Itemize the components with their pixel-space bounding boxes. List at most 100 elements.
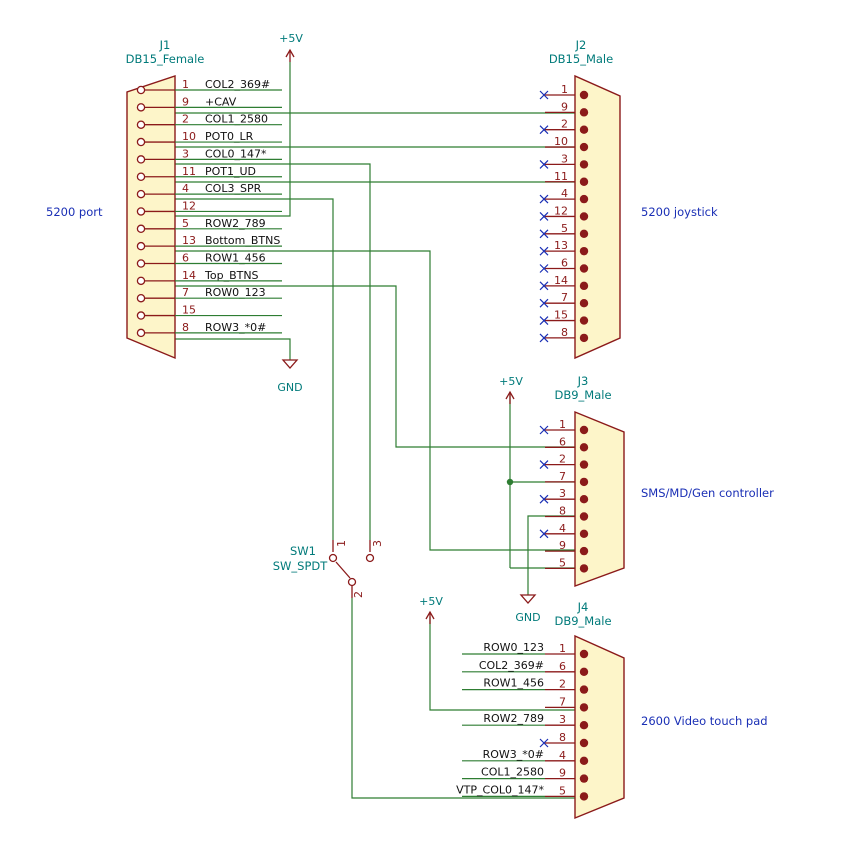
j1-pin-number: 5 (182, 217, 189, 230)
j2-pin-number: 1 (561, 83, 568, 96)
j3-body (574, 410, 625, 588)
pin-socket (136, 224, 146, 234)
j1-body (126, 75, 176, 360)
no-connect-mark (539, 494, 549, 504)
vcc-label: +5V (499, 375, 523, 388)
no-connect-mark (539, 125, 549, 135)
j4-connector: 1ROW0_1236COL2_369#2ROW1_45673ROW2_78984… (456, 634, 625, 820)
wire-col3-sw1 (145, 198, 334, 540)
pin-contact (579, 246, 589, 256)
j1-pin-number: 4 (182, 182, 189, 195)
pin-contact (579, 649, 589, 659)
pin-contact (579, 194, 589, 204)
no-connect-mark (539, 90, 549, 100)
j4-pin-number: 9 (559, 767, 566, 780)
pin-socket (136, 328, 146, 338)
gnd-label: GND (277, 381, 302, 394)
pin-contact (579, 142, 589, 152)
j2-pin-number: 8 (561, 326, 568, 339)
j1-pin-number: 13 (182, 234, 196, 247)
j2-pin-number: 9 (561, 100, 568, 113)
pin-contact (579, 229, 589, 238)
pin-contact (579, 721, 589, 730)
j3-pin-number: 7 (559, 470, 566, 483)
pin-contact (579, 90, 589, 100)
pin-contact (579, 316, 589, 325)
wire-j3-gnd (527, 515, 575, 595)
pin-contact (579, 546, 589, 556)
j2-value: DB15_Male (549, 52, 613, 66)
wire-top-btns (145, 285, 575, 448)
j1-pin-number: 3 (182, 147, 189, 160)
pin-socket (136, 172, 146, 181)
j1-pin-number: 8 (182, 321, 189, 334)
j4-pin-number: 5 (559, 784, 566, 797)
vcc-label: +5V (279, 32, 303, 45)
sw1-pin3: 3 (371, 540, 384, 547)
j1-net-label: COL2_369# (205, 78, 270, 91)
pin-contact (579, 333, 589, 343)
j1-net-label: ROW2_789 (205, 217, 266, 230)
pin-contact (579, 738, 589, 748)
wire-j1-gnd (145, 338, 291, 360)
gnd-symbol: GND (277, 359, 303, 394)
vcc-label: +5V (419, 595, 443, 608)
pin-socket (136, 85, 146, 95)
no-connect-mark (539, 229, 549, 239)
gnd-symbol: GND (515, 594, 541, 624)
sw1-pin2: 2 (352, 591, 365, 598)
pin-contact (579, 529, 589, 538)
j1-pin-number: 14 (182, 269, 196, 282)
j4-net-label: ROW3_*0# (483, 748, 544, 761)
j4-pin-number: 8 (559, 731, 566, 744)
j2-pin-number: 13 (554, 239, 568, 252)
j3-ref: J3 (577, 374, 589, 388)
pin-contact (579, 443, 589, 452)
j4-pin-number: 1 (559, 642, 566, 655)
j1-net-label: ROW1_456 (205, 252, 266, 265)
j1-net-label: COL0_147* (205, 147, 267, 160)
pin-contact (579, 212, 589, 221)
j4-pin-number: 7 (559, 695, 566, 708)
sw1-value: SW_SPDT (273, 559, 329, 573)
j2-pin-number: 5 (561, 222, 568, 235)
j2-pin-number: 15 (554, 309, 568, 322)
sw1-ref: SW1 (290, 544, 316, 558)
wire-bottom-btns (145, 250, 575, 551)
j4-body (574, 634, 625, 820)
j1-net-label: ROW0_123 (205, 286, 266, 299)
j3-value: DB9_Male (554, 388, 611, 402)
no-connect-mark (539, 264, 549, 273)
j4-net-label: ROW1_456 (483, 677, 544, 690)
pin-contact (579, 703, 589, 712)
j2-pin-number: 7 (561, 291, 568, 304)
pin-contact (579, 564, 589, 573)
no-connect-mark (539, 738, 549, 748)
j4-ref: J4 (577, 600, 589, 614)
pin-socket (136, 155, 146, 164)
no-connect-mark (539, 460, 549, 470)
j1-pin-number: 9 (182, 95, 189, 108)
note-sms-controller: SMS/MD/Gen controller (641, 486, 774, 500)
j4-net-label: VTP_COL0_147* (456, 783, 544, 796)
pin-contact (579, 299, 589, 308)
pin-contact (579, 264, 589, 273)
j4-net-label: ROW2_789 (483, 712, 544, 725)
no-connect-mark (539, 246, 549, 256)
j1-value: DB15_Female (126, 52, 205, 66)
pin-contact (579, 756, 589, 765)
no-connect-mark (539, 333, 549, 343)
pin-socket (136, 189, 146, 199)
pin-contact (579, 425, 589, 435)
pin-socket (136, 311, 146, 320)
pin-contact (579, 177, 589, 186)
wire-vcc-j1 (145, 62, 291, 217)
pin-socket (136, 241, 146, 251)
wire-col0-sw3 (145, 163, 371, 540)
j1-ref: J1 (159, 38, 171, 52)
note-2600-touch-pad: 2600 Video touch pad (641, 714, 768, 728)
pin-socket (136, 207, 146, 216)
